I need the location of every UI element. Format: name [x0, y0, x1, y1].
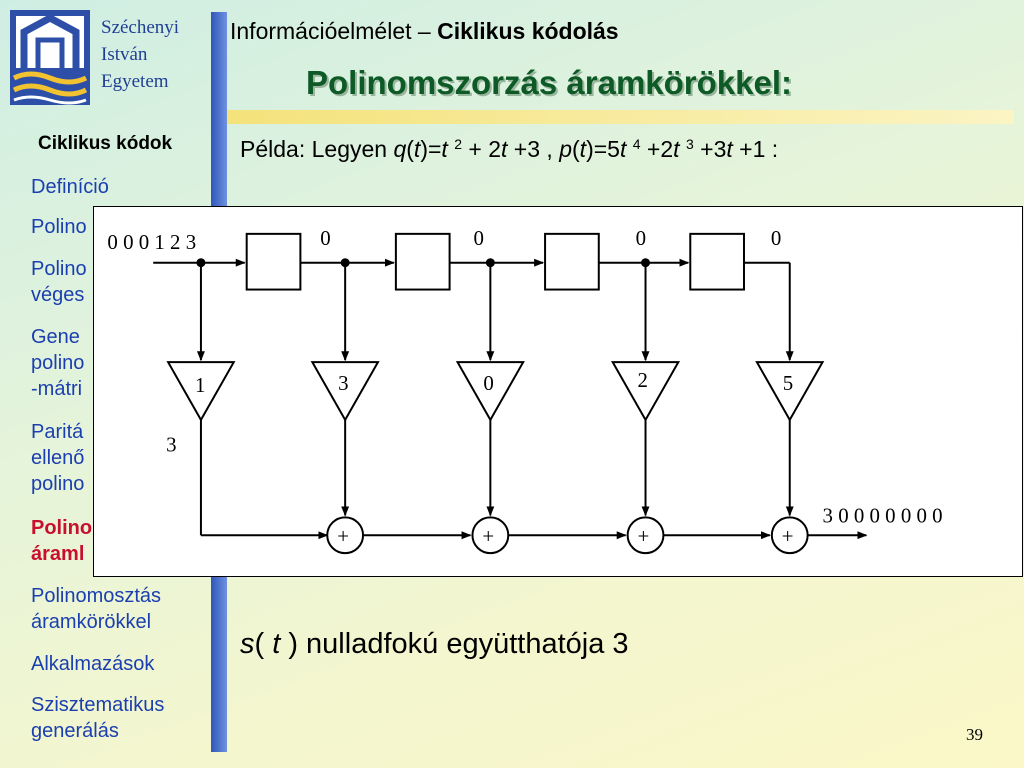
input-sequence: 0 0 0 1 2 3 — [107, 230, 196, 254]
coefficient-3: 0 — [483, 371, 493, 395]
t-var: t — [272, 628, 281, 660]
coefficient-2: 3 — [338, 371, 348, 395]
topic-name: Ciklikus kódolás — [437, 18, 619, 44]
multiplier-3 — [455, 361, 525, 422]
sidebar-item-label: áramkörökkel — [31, 611, 152, 633]
course-name: Információelmélet – — [230, 18, 438, 44]
sidebar-item-label: véges — [31, 284, 85, 306]
register-value-1: 0 — [320, 226, 330, 250]
q-exponent: 2 — [454, 136, 462, 152]
tap-output-label: 3 — [166, 433, 176, 457]
sidebar-item-paritas[interactable]: Paritá ellenő polino — [31, 419, 209, 497]
sidebar-item-label: polino — [31, 473, 85, 495]
t-var: t — [673, 136, 680, 162]
q-term: + 2 — [462, 136, 502, 162]
sidebar-item-polino-veges[interactable]: Polino véges — [31, 256, 209, 308]
logo-name-line-2: István — [101, 44, 148, 65]
adder-1 — [326, 516, 365, 555]
result-text: ) nulladfokú együtthatója 3 — [280, 628, 629, 660]
q-term: +3 , — [507, 136, 560, 162]
coefficient-5: 5 — [783, 371, 793, 395]
t-var: t — [413, 136, 421, 162]
multiplier-4 — [610, 361, 681, 422]
example-prefix: Példa: Legyen — [240, 136, 394, 162]
logo-name-line-1: Széchenyi — [101, 17, 180, 38]
sidebar-item-label: áraml — [31, 543, 85, 565]
t-var: t — [441, 136, 448, 162]
sidebar-item-szisztematikus[interactable]: Szisztematikus generálás — [31, 692, 209, 744]
coefficient-1: 1 — [195, 373, 205, 397]
q-eq: = — [427, 136, 442, 162]
register-value-3: 0 — [636, 226, 646, 250]
shift-register-4 — [689, 232, 745, 291]
sidebar-heading: Ciklikus kódok — [38, 133, 173, 154]
sidebar-item-polino-1[interactable]: Polino — [31, 214, 209, 240]
adder-symbol-3: + — [638, 524, 650, 548]
page-number: 39 — [966, 725, 983, 744]
sidebar-item-label: Definíció — [31, 176, 109, 198]
t-var: t — [501, 136, 508, 162]
sidebar-item-label: Polinomosztás — [31, 585, 162, 607]
p-eq: =5 — [593, 136, 620, 162]
multiplier-5 — [755, 361, 825, 422]
sidebar-item-generator[interactable]: Gene polino -mátri — [31, 324, 209, 402]
p-term: +2 — [640, 136, 674, 162]
sidebar-item-label: Gene — [31, 326, 80, 348]
shift-register-2 — [394, 232, 451, 291]
sidebar-item-label: Paritá — [31, 421, 84, 443]
sidebar-item-definicio[interactable]: Definíció — [31, 174, 209, 200]
s-var: s — [240, 628, 255, 660]
q-name: q — [393, 136, 407, 162]
coefficient-4: 2 — [638, 368, 648, 392]
sidebar-item-polinomszorzas[interactable]: Polino áraml — [31, 515, 209, 567]
sidebar-item-label: polino — [31, 352, 85, 374]
header-course-line: Információelmélet – Ciklikus kódolás — [230, 18, 619, 45]
sidebar-item-polinomosztas[interactable]: Polinomosztás áramkörökkel — [31, 583, 209, 635]
sidebar-item-label: Szisztematikus — [31, 694, 165, 716]
university-logo-icon — [10, 10, 90, 105]
t-var: t — [579, 136, 587, 162]
shift-register-3 — [544, 232, 600, 291]
multiplier-circuit-diagram: 0 0 0 1 2 3 0 0 0 0 1 3 0 2 5 3 + + + + … — [93, 206, 1023, 577]
p-term: +1 : — [732, 136, 779, 162]
result-statement: s( t ) nulladfokú együtthatója 3 — [240, 628, 629, 661]
t-var: t — [619, 136, 627, 162]
register-value-4: 0 — [771, 226, 781, 250]
sidebar-item-label: -mátri — [31, 378, 83, 400]
p-exponent: 3 — [685, 136, 694, 152]
sidebar-item-label: ellenő — [31, 447, 85, 469]
multiplier-1 — [166, 361, 236, 422]
sidebar-item-alkalmazasok[interactable]: Alkalmazások — [31, 651, 209, 677]
example-line: Példa: Legyen q(t)=t 2 + 2t +3 , p(t)=5t… — [240, 136, 779, 162]
p-name: p — [559, 136, 572, 162]
output-sequence: 3 0 0 0 0 0 0 0 — [823, 503, 943, 527]
shift-register-1 — [245, 232, 302, 291]
adder-symbol-1: + — [337, 524, 349, 548]
t-var: t — [726, 136, 733, 162]
sidebar-item-label: Polino — [31, 517, 93, 539]
p-term: +3 — [693, 136, 727, 162]
adder-symbol-2: + — [482, 524, 494, 548]
multiplier-2 — [310, 361, 380, 422]
paren-open: ( — [254, 628, 273, 660]
sidebar-item-label: generálás — [31, 720, 119, 742]
p-exponent: 4 — [632, 136, 641, 152]
sidebar-item-label: Polino — [31, 216, 87, 238]
adder-3 — [626, 516, 665, 555]
logo-name-line-3: Egyetem — [101, 71, 169, 92]
register-value-2: 0 — [473, 226, 483, 250]
sidebar-item-label: Alkalmazások — [31, 653, 155, 675]
adder-2 — [471, 516, 510, 555]
header-underline-bar — [227, 110, 1014, 124]
adder-symbol-4: + — [782, 524, 794, 548]
sidebar-item-label: Polino — [31, 258, 87, 280]
adder-4 — [770, 516, 809, 555]
page-title: Polinomszorzás áramkörökkel: — [306, 64, 793, 101]
